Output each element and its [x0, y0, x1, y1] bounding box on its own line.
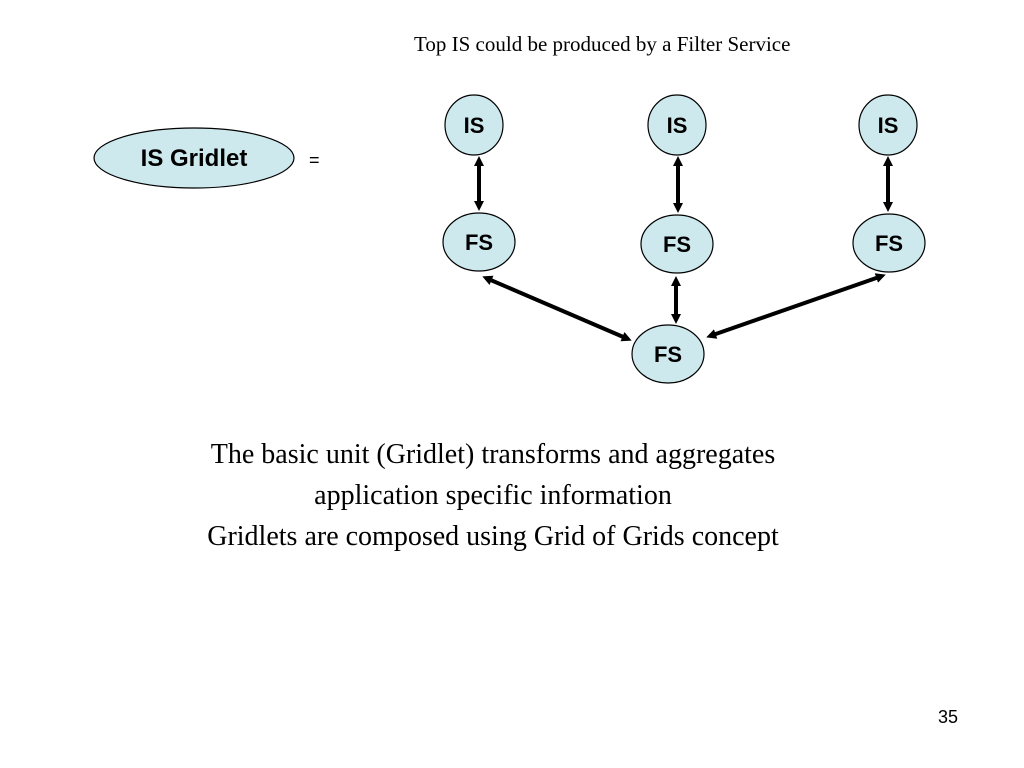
fs-node-1: FS — [442, 212, 516, 272]
body-line-2: application specific information — [314, 480, 672, 511]
body-line-3: Gridlets are composed using Grid of Grid… — [207, 521, 779, 552]
body-text: The basic unit (Gridlet) transforms and … — [60, 434, 926, 557]
body-line-1: The basic unit (Gridlet) transforms and … — [210, 439, 776, 470]
is-node-2-label: IS — [667, 113, 688, 138]
is-gridlet-label: IS Gridlet — [141, 145, 248, 172]
fs-node-3-label: FS — [875, 231, 903, 256]
is-node-3: IS — [858, 94, 918, 156]
page-number: 35 — [938, 707, 959, 727]
is-node-3-label: IS — [878, 113, 899, 138]
connector-fs3-root — [706, 273, 886, 339]
is-node-1-label: IS — [464, 113, 485, 138]
fs-node-2: FS — [640, 214, 714, 274]
fs-node-1-label: FS — [465, 230, 493, 255]
fs-root-node-label: FS — [654, 342, 682, 367]
fs-node-2-label: FS — [663, 232, 691, 257]
is-node-2: IS — [647, 94, 707, 156]
equals-sign: = — [309, 150, 320, 170]
is-node-1: IS — [444, 94, 504, 156]
fs-node-3: FS — [852, 213, 926, 273]
fs-root-node: FS — [631, 324, 705, 384]
is-gridlet-node: IS Gridlet — [93, 127, 295, 189]
top-caption: Top IS could be produced by a Filter Ser… — [414, 32, 791, 56]
connector-fs1-root — [482, 275, 632, 342]
